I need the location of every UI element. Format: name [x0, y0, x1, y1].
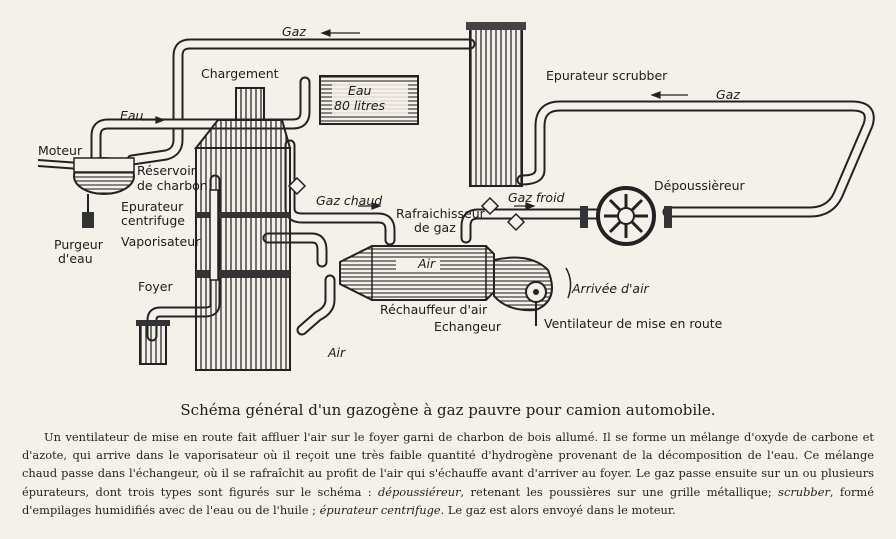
label-eau-tank-1: Eau	[348, 83, 372, 98]
caption-body: Un ventilateur de mise en route fait aff…	[22, 428, 874, 519]
label-moteur: Moteur	[38, 143, 83, 158]
label-foyer: Foyer	[138, 279, 173, 294]
label-echangeur: Echangeur	[434, 319, 502, 334]
caption-term-scrubber: scrubber	[778, 484, 830, 499]
caption-text-3: , formé d'empilages humidifiés avec de l…	[22, 484, 874, 517]
label-gaz-froid: Gaz froid	[508, 190, 565, 205]
flow-arrows	[142, 29, 688, 210]
label-epurateur-scrubber: Epurateur scrubber	[546, 68, 668, 83]
epurateur-centrifuge	[73, 157, 135, 228]
gazogene-column	[193, 87, 292, 371]
caption-text-2: , retenant les poussières sur une grille…	[460, 484, 779, 499]
caption-text-1: Un ventilateur de mise en route fait aff…	[22, 430, 874, 499]
echangeur	[339, 245, 495, 301]
label-purgeur-1: Purgeur	[54, 237, 104, 252]
label-epurateur-centrifuge-2: centrifuge	[121, 213, 185, 228]
caption-title: Schéma général d'un gazogène à gaz pauvr…	[180, 401, 716, 419]
caption-term-depoussiereur: dépoussiéreur	[377, 484, 461, 499]
label-purgeur-2: d'eau	[58, 251, 93, 266]
label-arrivee-air: Arrivée d'air	[571, 281, 650, 296]
caption-text-4: . Le gaz est alors envoyé dans le moteur…	[440, 502, 676, 517]
label-vaporisateur: Vaporisateur	[121, 234, 201, 249]
caption-term-epurateur-centrifuge: épurateur centrifuge	[319, 502, 441, 517]
label-gaz-top: Gaz	[282, 24, 306, 39]
label-depoussiereur: Dépoussièreur	[654, 178, 745, 193]
label-reservoir-2: de charbon	[137, 178, 208, 193]
label-air-bottom: Air	[327, 345, 346, 360]
label-epurateur-centrifuge-1: Epurateur	[121, 199, 184, 214]
scrubber	[466, 22, 526, 187]
valves	[287, 176, 526, 232]
label-rechauffeur-air: Réchauffeur d'air	[380, 302, 488, 317]
foyer-air-inlet	[136, 320, 170, 365]
pipes	[37, 38, 875, 342]
label-rafraichisseur-1: Rafraichisseur	[396, 206, 486, 221]
label-gaz-chaud: Gaz chaud	[316, 193, 382, 208]
water-tank	[319, 75, 419, 125]
label-gaz-right: Gaz	[716, 87, 740, 102]
depoussiereur	[580, 186, 672, 246]
label-reservoir-1: Réservoir	[137, 163, 197, 178]
label-eau-tank-2: 80 litres	[334, 98, 386, 113]
ventilateur	[493, 256, 572, 326]
label-rafraichisseur-2: de gaz	[414, 220, 456, 235]
label-chargement: Chargement	[201, 66, 279, 81]
label-ventilateur: Ventilateur de mise en route	[544, 316, 723, 331]
label-air-inner: Air	[417, 256, 436, 271]
gazogene-diagram: Gaz Epurateur scrubber Gaz Chargement Ea…	[37, 22, 875, 371]
label-eau-pipe: Eau	[120, 108, 144, 123]
